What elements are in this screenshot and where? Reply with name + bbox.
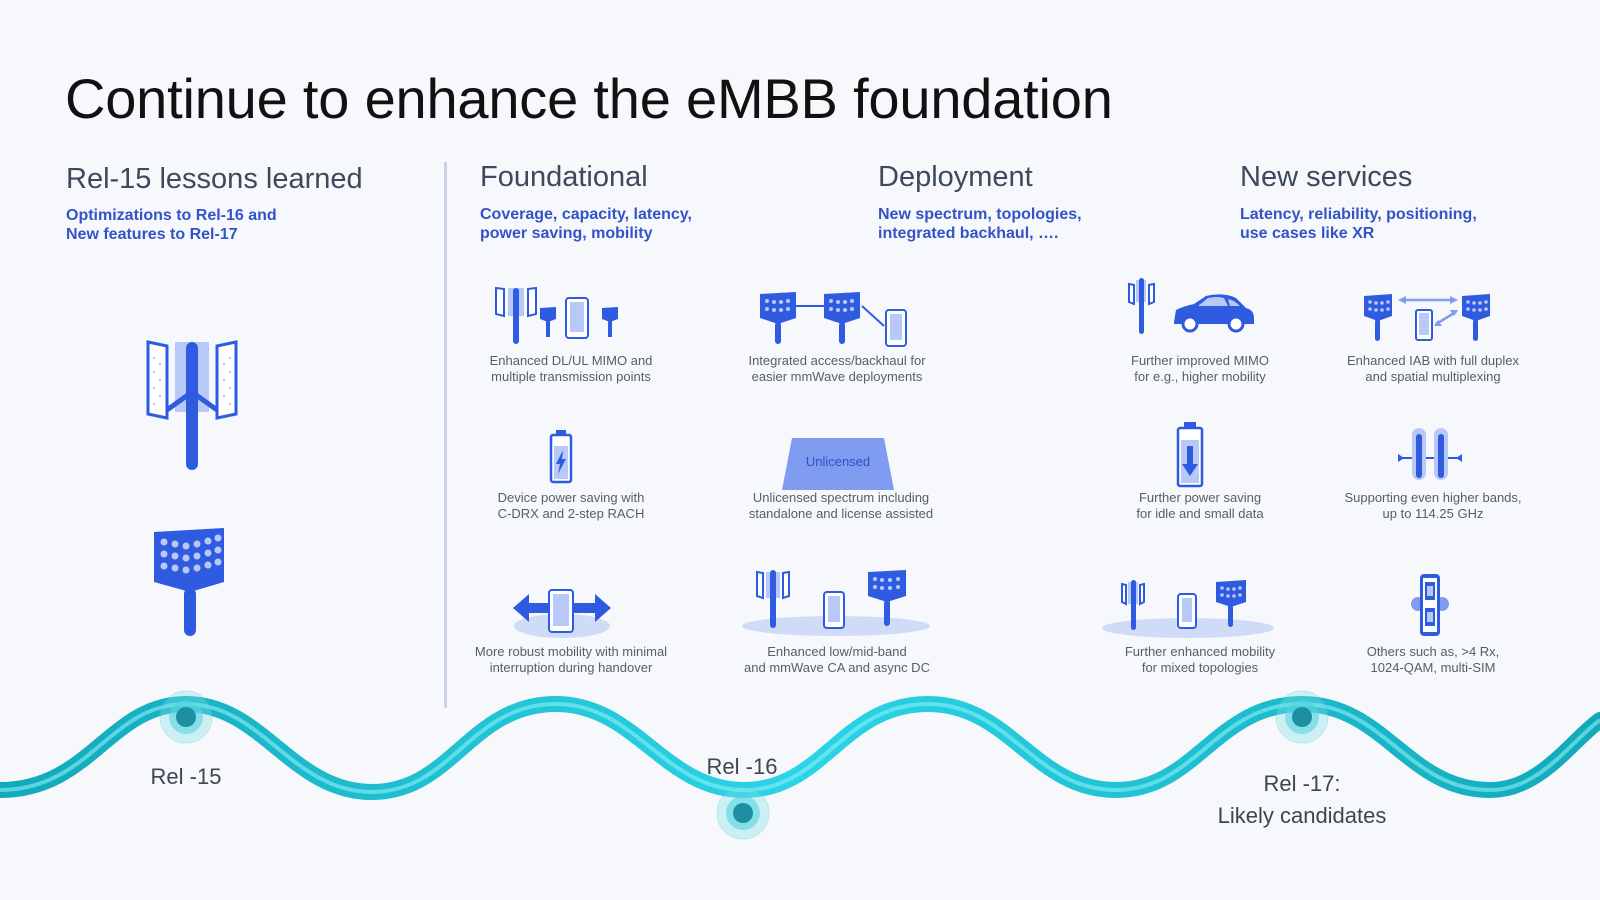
foundational-subtitle-line2: power saving, mobility: [480, 225, 653, 242]
foundational-subtitle: Coverage, capacity, latency, power savin…: [480, 205, 692, 243]
unlicensed-caption-line2: standalone and license assisted: [748, 505, 934, 521]
rel16-marker: [716, 786, 770, 840]
others-caption-line2: 1024-QAM, multi-SIM: [1370, 659, 1496, 675]
bands-caption-line1: Supporting even higher bands,: [1344, 490, 1522, 505]
rel15-subtitle: Optimizations to Rel-16 and New features…: [66, 206, 277, 244]
rel17-label-line2: Likely candidates: [1217, 803, 1387, 828]
page-title: Continue to enhance the eMBB foundation: [65, 67, 1113, 130]
unlicensed-spectrum-icon: [780, 436, 896, 492]
rel16-label: Rel -16: [706, 754, 778, 779]
power-further-caption-line1: Further power saving: [1138, 490, 1262, 505]
column-divider: [444, 162, 447, 708]
rel17-marker: [1275, 690, 1329, 744]
carrier-aggregation-icon: [740, 570, 932, 640]
power-caption-line2: C-DRX and 2-step RACH: [497, 505, 645, 521]
new-services-heading: New services: [1240, 161, 1413, 193]
ca-caption-line2: and mmWave CA and async DC: [744, 659, 930, 675]
new-services-subtitle-line2: use cases like XR: [1240, 225, 1375, 242]
power-caption-line1: Device power saving with: [497, 490, 645, 505]
iab-enh-caption-line1: Enhanced IAB with full duplex: [1347, 353, 1519, 368]
iab-icon: [758, 292, 918, 352]
deployment-subtitle: New spectrum, topologies, integrated bac…: [878, 205, 1082, 243]
higher-bands-icon: [1396, 424, 1464, 484]
mimo-caption-line2: multiple transmission points: [491, 368, 651, 384]
iab-full-duplex-icon: [1362, 294, 1492, 350]
others-caption-line1: Others such as, >4 Rx,: [1366, 644, 1500, 659]
mimo-further-caption: Further improved MIMO for e.g., higher m…: [1085, 353, 1315, 384]
multi-sim-icon: [1410, 572, 1450, 638]
handover-mobility-icon: [513, 586, 611, 640]
new-services-subtitle: Latency, reliability, positioning, use c…: [1240, 205, 1477, 243]
bands-caption-line2: up to 114.25 GHz: [1382, 505, 1484, 521]
power-further-caption-line2: for idle and small data: [1136, 505, 1264, 521]
foundational-heading: Foundational: [480, 161, 648, 193]
mmwave-antenna-icon: [150, 528, 230, 638]
battery-icon: [549, 430, 573, 484]
battery-down-icon: [1176, 422, 1204, 488]
mobility-further-caption-line1: Further enhanced mobility: [1124, 644, 1276, 659]
others-caption: Others such as, >4 Rx, 1024-QAM, multi-S…: [1318, 644, 1548, 675]
iab-enh-caption: Enhanced IAB with full duplex and spatia…: [1318, 353, 1548, 384]
foundational-subtitle-line1: Coverage, capacity, latency,: [480, 206, 692, 223]
mixed-topology-icon: [1100, 578, 1276, 640]
iab-enh-caption-line2: and spatial multiplexing: [1365, 368, 1501, 384]
rel15-subtitle-line1: Optimizations to Rel-16 and: [66, 207, 277, 224]
rel15-heading: Rel-15 lessons learned: [66, 163, 363, 195]
ca-caption: Enhanced low/mid-band and mmWave CA and …: [722, 644, 952, 675]
cell-tower-icon: [145, 340, 239, 480]
iab-caption: Integrated access/backhaul for easier mm…: [722, 353, 952, 384]
deployment-heading: Deployment: [878, 161, 1033, 193]
rel15-label: Rel -15: [150, 764, 222, 789]
mimo-towers-icon: [494, 286, 624, 346]
mobility-further-caption-line2: for mixed topologies: [1141, 659, 1259, 675]
car-mimo-icon: [1128, 278, 1258, 340]
rel15-subtitle-line2: New features to Rel-17: [66, 226, 238, 243]
power-further-caption: Further power saving for idle and small …: [1085, 490, 1315, 521]
mimo-caption: Enhanced DL/UL MIMO and multiple transmi…: [456, 353, 686, 384]
iab-caption-line2: easier mmWave deployments: [751, 368, 923, 384]
mobility-caption: More robust mobility with minimal interr…: [456, 644, 686, 675]
mobility-further-caption: Further enhanced mobility for mixed topo…: [1085, 644, 1315, 675]
rel17-label-line1: Rel -17:: [1263, 771, 1341, 796]
unlicensed-caption-line1: Unlicensed spectrum including: [752, 490, 930, 505]
mimo-further-caption-line2: for e.g., higher mobility: [1134, 368, 1266, 384]
new-services-subtitle-line1: Latency, reliability, positioning,: [1240, 206, 1477, 223]
mimo-caption-line1: Enhanced DL/UL MIMO and: [489, 353, 653, 368]
unlicensed-caption: Unlicensed spectrum including standalone…: [726, 490, 956, 521]
rel15-marker: [159, 690, 213, 744]
mobility-caption-line1: More robust mobility with minimal: [474, 644, 668, 659]
bands-caption: Supporting even higher bands, up to 114.…: [1318, 490, 1548, 521]
deployment-subtitle-line1: New spectrum, topologies,: [878, 206, 1082, 223]
unlicensed-badge: Unlicensed: [805, 454, 871, 469]
mobility-caption-line2: interruption during handover: [489, 659, 653, 675]
rel17-label: Rel -17: Likely candidates: [1182, 768, 1422, 832]
timeline-wave: [0, 690, 1600, 830]
ca-caption-line1: Enhanced low/mid-band: [767, 644, 907, 659]
power-caption: Device power saving with C-DRX and 2-ste…: [456, 490, 686, 521]
mimo-further-caption-line1: Further improved MIMO: [1131, 353, 1269, 368]
deployment-subtitle-line2: integrated backhaul, ….: [878, 225, 1059, 242]
iab-caption-line1: Integrated access/backhaul for: [748, 353, 926, 368]
